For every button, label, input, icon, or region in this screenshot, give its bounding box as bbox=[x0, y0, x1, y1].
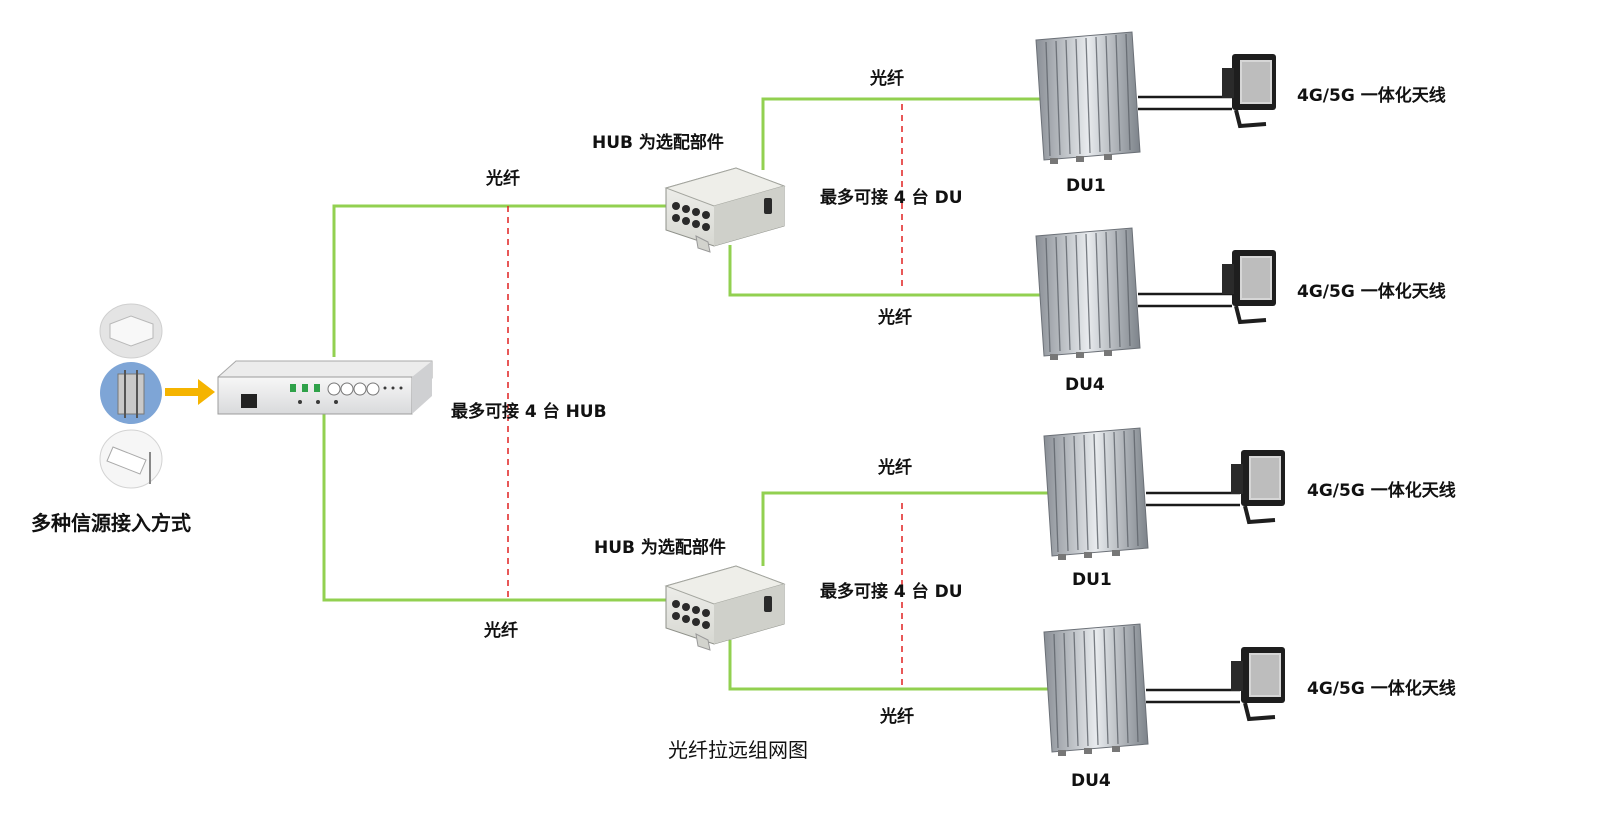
du-heatsink-icon bbox=[1035, 31, 1141, 165]
diagram-title: 光纤拉远组网图 bbox=[668, 738, 808, 762]
antenna-cables bbox=[1138, 95, 1240, 704]
input-arrow-icon bbox=[165, 379, 215, 405]
ceiling-antenna-icon bbox=[99, 303, 163, 359]
dashed-separators bbox=[507, 104, 903, 685]
fiber-lines bbox=[322, 97, 1048, 691]
max-hub-label: 最多可接 4 台 HUB bbox=[451, 401, 607, 422]
hub-box-icon bbox=[665, 565, 785, 651]
fiber-label-hub-top: 光纤 bbox=[485, 168, 520, 189]
fiber-label-du4-top: 光纤 bbox=[877, 307, 912, 328]
cell-tower-icon bbox=[100, 362, 162, 424]
fiber-label-du1-top: 光纤 bbox=[869, 68, 904, 89]
hub-optional-label-bottom: HUB 为选配部件 bbox=[594, 537, 726, 558]
hub-box-icon bbox=[665, 167, 785, 253]
fiber-label-du1-bottom: 光纤 bbox=[877, 457, 912, 478]
sources-label: 多种信源接入方式 bbox=[31, 511, 191, 535]
du-heatsink-icon bbox=[1043, 623, 1149, 757]
du-heatsink-icon bbox=[1043, 427, 1149, 561]
floodlight-antenna-icon bbox=[1220, 52, 1278, 128]
hub-optional-label-top: HUB 为选配部件 bbox=[592, 132, 724, 153]
floodlight-antenna-icon bbox=[1229, 645, 1287, 721]
du4-label-top: DU4 bbox=[1065, 375, 1105, 395]
antenna-label-2: 4G/5G 一体化天线 bbox=[1297, 281, 1446, 302]
floodlight-antenna-icon bbox=[1229, 448, 1287, 524]
du4-label-bottom: DU4 bbox=[1071, 771, 1111, 791]
antenna-label-1: 4G/5G 一体化天线 bbox=[1297, 85, 1446, 106]
fiber-label-du4-bottom: 光纤 bbox=[879, 706, 914, 727]
max-du-label-bottom: 最多可接 4 台 DU bbox=[820, 581, 963, 602]
du1-label-top: DU1 bbox=[1066, 176, 1106, 196]
panel-antenna-icon bbox=[99, 429, 163, 489]
antenna-label-4: 4G/5G 一体化天线 bbox=[1307, 678, 1456, 699]
max-du-label-top: 最多可接 4 台 DU bbox=[820, 187, 963, 208]
antenna-label-3: 4G/5G 一体化天线 bbox=[1307, 480, 1456, 501]
du-heatsink-icon bbox=[1035, 227, 1141, 361]
du1-label-bottom: DU1 bbox=[1072, 570, 1112, 590]
fiber-label-hub-bottom: 光纤 bbox=[483, 620, 518, 641]
rack-unit-icon bbox=[217, 360, 433, 415]
floodlight-antenna-icon bbox=[1220, 248, 1278, 324]
